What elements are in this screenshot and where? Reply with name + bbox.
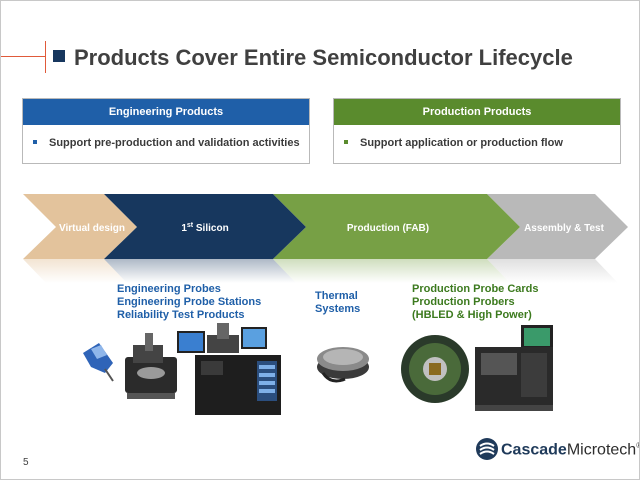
production-product-list: Production Probe Cards Production Prober… bbox=[412, 283, 539, 322]
engineering-products-header: Engineering Products bbox=[23, 99, 309, 125]
cascade-microtech-logo: CascadeMicrotech® bbox=[475, 435, 639, 465]
page-title: Products Cover Entire Semiconductor Life… bbox=[74, 45, 573, 70]
engineering-bullet-text: Support pre-production and validation ac… bbox=[49, 137, 300, 149]
first-silicon-chevron bbox=[104, 194, 306, 259]
bullet-icon bbox=[33, 140, 37, 145]
decorative-line bbox=[45, 41, 46, 73]
cascade-logo-icon bbox=[476, 438, 498, 460]
lifecycle-flow: Virtual design 1st Silicon Production (F… bbox=[23, 194, 628, 283]
title-square-icon bbox=[53, 50, 65, 62]
assembly-test-chevron bbox=[487, 194, 628, 259]
production-prober-image bbox=[475, 325, 553, 411]
engineering-products-bullet: Support pre-production and validation ac… bbox=[23, 125, 309, 162]
product-images bbox=[83, 323, 553, 415]
production-label: Production Probe Cards bbox=[412, 283, 539, 295]
production-products-box: Production Products Support application … bbox=[333, 98, 621, 164]
engineering-label: Engineering Probe Stations bbox=[117, 296, 262, 308]
virtual-design-label: Virtual design bbox=[59, 223, 125, 234]
reflection bbox=[23, 259, 127, 283]
reflection bbox=[487, 259, 618, 283]
thermal-label: Systems bbox=[315, 303, 361, 315]
reflection bbox=[273, 259, 510, 283]
thermal-label: Thermal bbox=[315, 290, 358, 302]
engineering-products-box: Engineering Products Support pre-product… bbox=[22, 98, 310, 164]
production-label: Production Probers bbox=[412, 296, 515, 308]
thermal-system-image bbox=[317, 347, 369, 383]
production-fab-label: Production (FAB) bbox=[347, 223, 429, 234]
thermal-systems-list: Thermal Systems bbox=[315, 290, 360, 316]
bullet-icon bbox=[344, 140, 348, 145]
production-products-bullet: Support application or production flow bbox=[334, 125, 620, 162]
production-label: (HBLED & High Power) bbox=[412, 309, 532, 321]
probe-card-image bbox=[401, 335, 469, 403]
page-number: 5 bbox=[23, 457, 29, 468]
engineering-probe-image bbox=[83, 343, 114, 382]
engineering-product-list: Engineering Probes Engineering Probe Sta… bbox=[117, 283, 261, 322]
first-silicon-label: 1st Silicon bbox=[181, 222, 228, 234]
assembly-test-label: Assembly & Test bbox=[524, 223, 605, 234]
logo-text: CascadeMicrotech® bbox=[501, 441, 639, 459]
engineering-workstation-image bbox=[177, 323, 281, 415]
virtual-design-chevron bbox=[23, 194, 137, 259]
reflection bbox=[104, 259, 296, 283]
decorative-line bbox=[1, 56, 45, 57]
production-chevron bbox=[273, 194, 520, 259]
production-products-header: Production Products bbox=[334, 99, 620, 125]
production-bullet-text: Support application or production flow bbox=[360, 137, 563, 149]
engineering-label: Engineering Probes bbox=[117, 283, 221, 295]
probe-station-image bbox=[125, 333, 177, 399]
engineering-label: Reliability Test Products bbox=[117, 309, 245, 321]
